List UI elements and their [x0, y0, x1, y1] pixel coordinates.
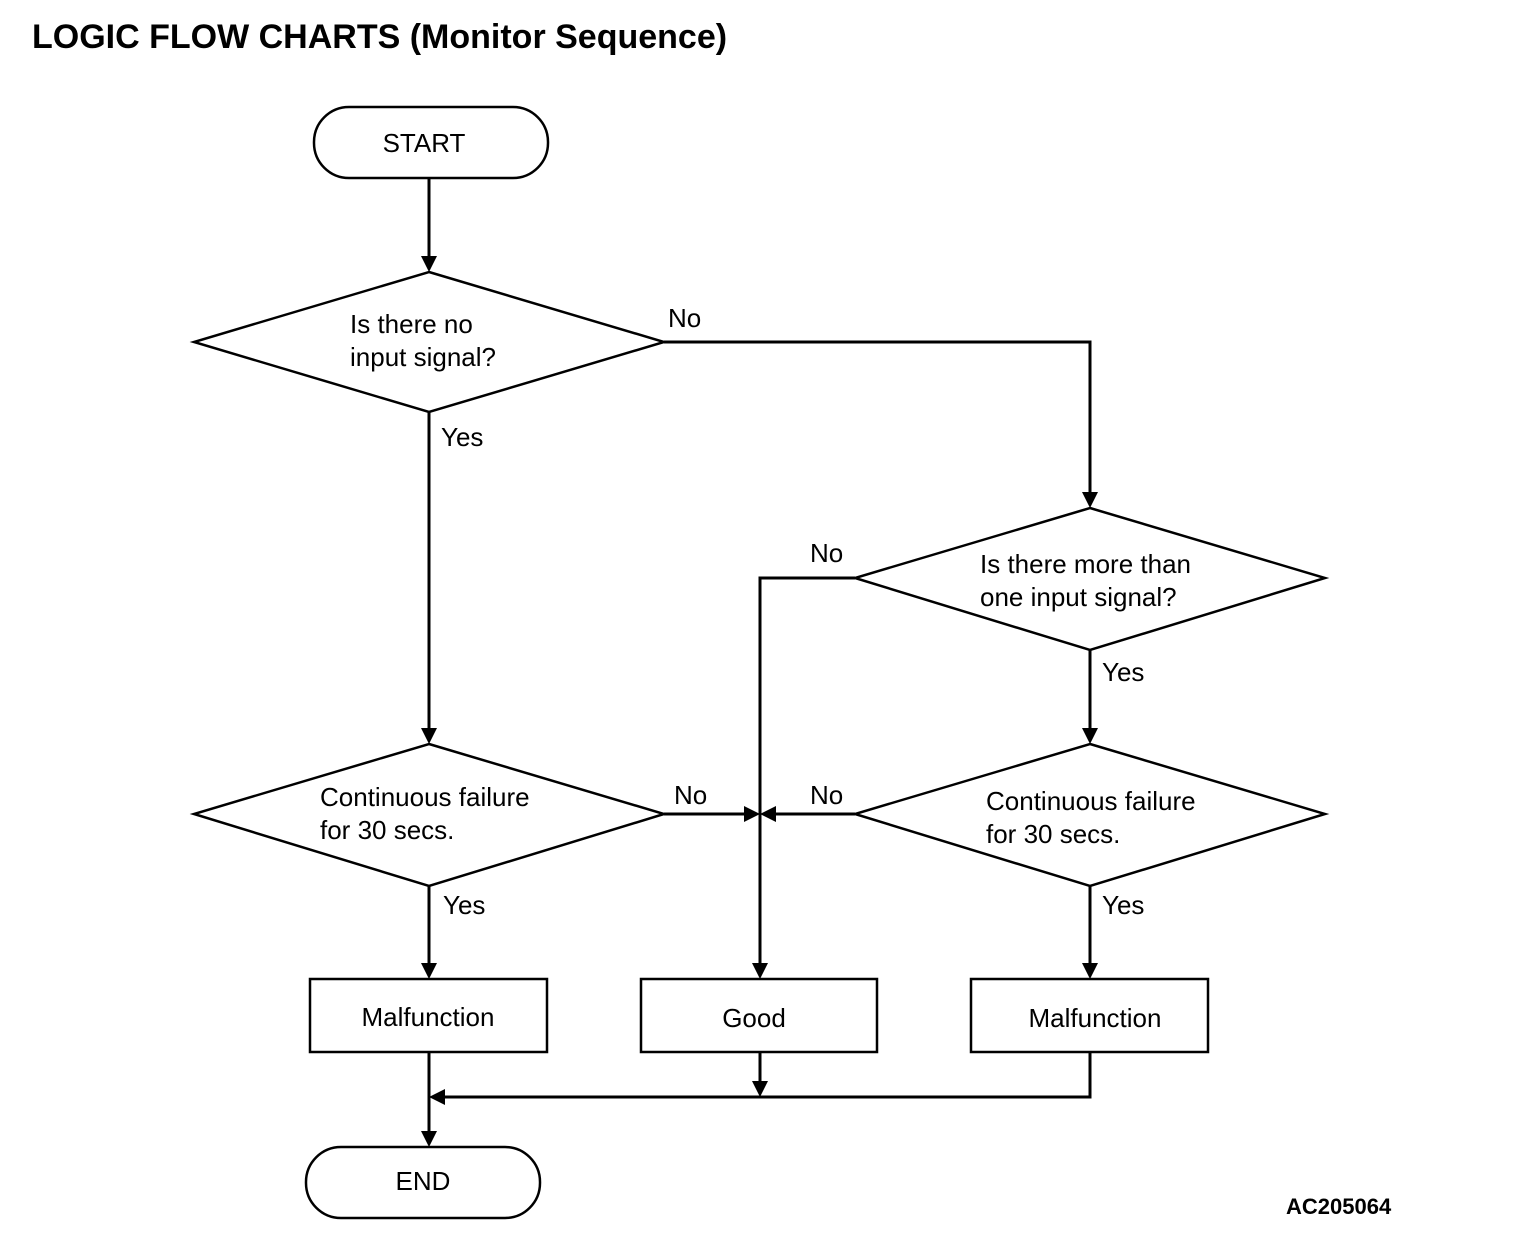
edge-label-no-input-yes: Yes [441, 422, 483, 452]
connectors [427, 178, 1092, 1133]
edge-label-continuous-right-no: No [810, 780, 843, 810]
start-label: START [383, 128, 466, 158]
result-good: Good [639, 977, 879, 1054]
connector-decision2-no [758, 576, 855, 965]
decision-no-input-line1: Is there no [350, 309, 473, 339]
continuous-right-line1: Continuous failure [986, 786, 1196, 816]
continuous-left-line1: Continuous failure [320, 782, 530, 812]
edge-label-more-than-one-yes: Yes [1102, 657, 1144, 687]
decision-no-input-line2: input signal? [350, 342, 496, 372]
arrowhead-left [429, 1089, 445, 1105]
edge-label-continuous-left-yes: Yes [443, 890, 485, 920]
decision-continuous-failure-left: Continuous failure for 30 secs. [189, 742, 669, 888]
end-terminal: END [304, 1145, 542, 1220]
arrowhead-down [421, 963, 437, 979]
edge-label-continuous-left-no: No [674, 780, 707, 810]
connector-malfunction-right-to-bus [443, 1052, 1092, 1099]
decision-more-than-one-line2: one input signal? [980, 582, 1177, 612]
arrowhead-down [1082, 963, 1098, 979]
arrowhead-down [1082, 728, 1098, 744]
continuous-right-line2: for 30 secs. [986, 819, 1120, 849]
arrowhead-down [421, 728, 437, 744]
arrowhead-down [752, 1081, 768, 1097]
malfunction-left-label: Malfunction [362, 1002, 495, 1032]
edge-label-no-input-no: No [668, 303, 701, 333]
decision-continuous-failure-right: Continuous failure for 30 secs. [850, 742, 1330, 888]
figure-code: AC205064 [1286, 1194, 1392, 1219]
continuous-left-line2: for 30 secs. [320, 815, 454, 845]
page-title: LOGIC FLOW CHARTS (Monitor Sequence) [32, 18, 728, 56]
arrowhead-down [1082, 492, 1098, 508]
edge-labels: No Yes No Yes No Yes No Yes [441, 303, 1144, 920]
decision-no-input-signal: Is there no input signal? [189, 270, 669, 414]
arrowhead-right [744, 806, 760, 822]
arrowhead-down [752, 963, 768, 979]
edge-label-continuous-right-yes: Yes [1102, 890, 1144, 920]
edge-label-more-than-one-no: No [810, 538, 843, 568]
decision-more-than-one-signal: Is there more than one input signal? [850, 506, 1330, 652]
arrowhead-down [421, 1131, 437, 1147]
good-label: Good [722, 1003, 786, 1033]
start-terminal: START [312, 105, 550, 180]
end-label: END [396, 1166, 451, 1196]
arrowhead-left [760, 806, 776, 822]
connector-decision1-no [664, 340, 1092, 494]
result-malfunction-right: Malfunction [969, 977, 1210, 1054]
result-malfunction-left: Malfunction [308, 977, 549, 1054]
decision-more-than-one-line1: Is there more than [980, 549, 1191, 579]
arrowhead-down [421, 256, 437, 272]
malfunction-right-label: Malfunction [1029, 1003, 1162, 1033]
arrowheads [421, 256, 1098, 1147]
